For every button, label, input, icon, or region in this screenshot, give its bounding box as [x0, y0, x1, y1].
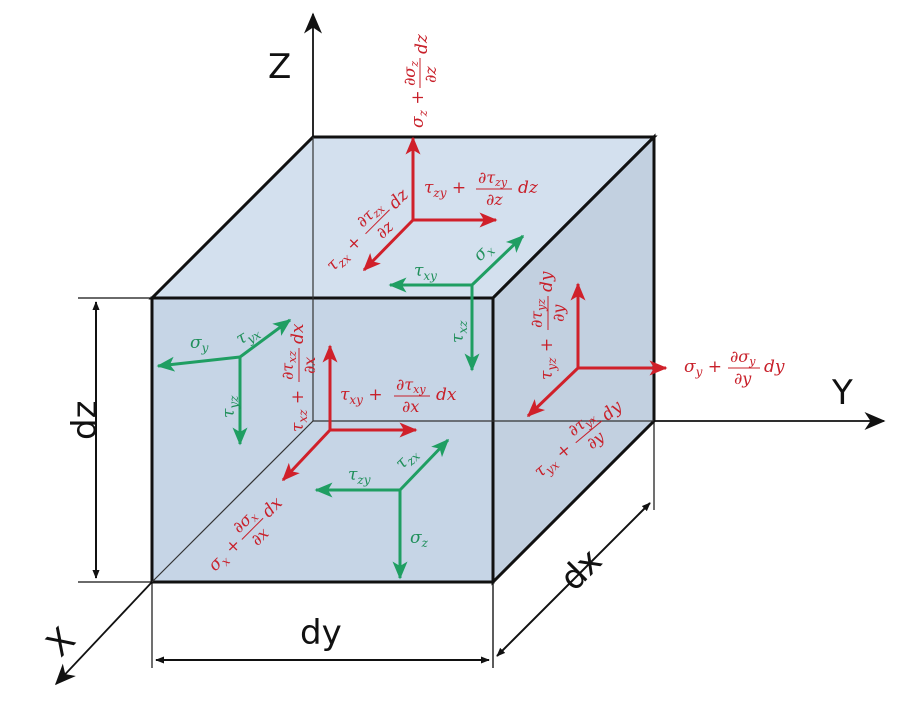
- svg-text:∂z: ∂z: [486, 190, 503, 209]
- hidden-edge-diagonal: [151, 420, 314, 583]
- dz-label: dz: [65, 401, 105, 440]
- z-axis-label: Z: [268, 47, 291, 87]
- svg-text:dz: dz: [518, 178, 539, 198]
- back-tau-xz-label: τxz: [448, 320, 470, 343]
- back-sigma-x-arrow: [470, 234, 525, 287]
- back-face-stresses: σx τxy τxz: [388, 234, 525, 372]
- bottom-sigma-z-label: σz: [410, 528, 429, 550]
- svg-text:∂σz: ∂σz: [400, 61, 421, 86]
- dy-label: dy: [300, 613, 342, 653]
- bottom-tau-zx-arrow: [398, 438, 450, 492]
- svg-text:σz +: σz +: [408, 90, 430, 128]
- left-sigma-y-label: σy: [190, 333, 209, 355]
- left-sigma-y-arrow: [156, 355, 241, 372]
- svg-text:∂x: ∂x: [402, 397, 419, 416]
- svg-text:∂x: ∂x: [300, 357, 319, 374]
- top-sigma-z-label: σz + ∂σz ∂z dz: [400, 33, 440, 128]
- svg-text:dy: dy: [764, 357, 785, 377]
- dx-dimension-line: [496, 502, 651, 657]
- svg-text:dx: dx: [436, 385, 457, 405]
- svg-text:σy +: σy +: [684, 357, 722, 379]
- dx-label: dx: [552, 541, 610, 599]
- y-axis-label: Y: [831, 373, 853, 413]
- front-sigma-x-arrow: [281, 428, 332, 482]
- svg-text:dx: dx: [288, 323, 308, 344]
- bottom-tau-zy-label: τzy: [348, 465, 371, 487]
- x-axis: [54, 581, 153, 686]
- svg-text:∂y: ∂y: [734, 369, 752, 388]
- right-tau-yx-arrow: [526, 366, 580, 418]
- right-sigma-y-label: σy + ∂σy ∂y dy: [684, 347, 785, 388]
- top-tau-zx-arrow: [362, 218, 415, 272]
- svg-text:∂y: ∂y: [549, 304, 568, 322]
- svg-text:dy: dy: [537, 271, 557, 292]
- svg-text:τyz +: τyz +: [537, 338, 559, 380]
- top-face-stresses: σz + ∂σz ∂z dz τzy + ∂τzy ∂z dz τzx + ∂τ…: [322, 33, 539, 277]
- svg-text:dz: dz: [412, 33, 432, 54]
- back-tau-xy-label: τxy: [414, 261, 437, 283]
- right-tau-yz-label: τyz + ∂τyz ∂y dy: [527, 271, 568, 380]
- x-axis-label: X: [39, 620, 84, 665]
- svg-text:∂z: ∂z: [421, 66, 440, 83]
- svg-text:∂σy: ∂σy: [730, 347, 756, 368]
- left-tau-yz-label: τyz: [219, 395, 241, 418]
- left-tau-yx-arrow: [239, 318, 292, 359]
